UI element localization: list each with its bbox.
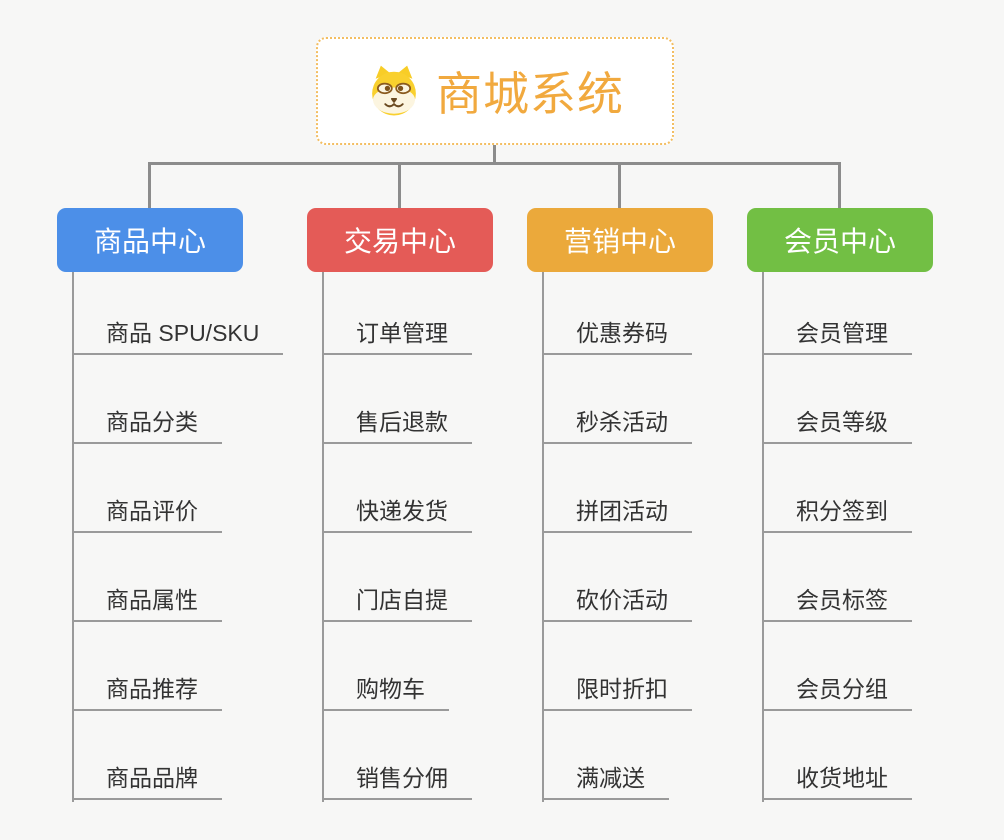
branch-node-marketing-center[interactable]: 营销中心 [527, 208, 713, 272]
doge-icon [372, 65, 416, 116]
topic-node[interactable]: 限时折扣 [544, 676, 692, 712]
connector-drop-4 [838, 162, 841, 208]
topic-node[interactable]: 秒杀活动 [544, 409, 692, 445]
topic-node[interactable]: 商品评价 [74, 498, 222, 534]
topic-node[interactable]: 收货地址 [764, 765, 912, 801]
branch-children-member-center: 会员管理 会员等级 积分签到 会员标签 会员分组 收货地址 [762, 272, 1002, 802]
connector-root-drop [493, 145, 496, 163]
connector-drop-1 [148, 162, 151, 208]
branch-node-trade-center[interactable]: 交易中心 [307, 208, 493, 272]
topic-node[interactable]: 拼团活动 [544, 498, 692, 534]
topic-node[interactable]: 会员管理 [764, 320, 912, 356]
branch-children-product-center: 商品 SPU/SKU 商品分类 商品评价 商品属性 商品推荐 商品品牌 [72, 272, 312, 802]
branch-node-product-center[interactable]: 商品中心 [57, 208, 243, 272]
topic-node[interactable]: 销售分佣 [324, 765, 472, 801]
branch-children-trade-center: 订单管理 售后退款 快递发货 门店自提 购物车 销售分佣 [322, 272, 562, 802]
topic-node[interactable]: 会员分组 [764, 676, 912, 712]
topic-node[interactable]: 积分签到 [764, 498, 912, 534]
topic-node[interactable]: 快递发货 [324, 498, 472, 534]
topic-node[interactable]: 购物车 [324, 676, 449, 712]
topic-node[interactable]: 满减送 [544, 765, 669, 801]
topic-node[interactable]: 订单管理 [324, 320, 472, 356]
topic-node[interactable]: 会员标签 [764, 587, 912, 623]
topic-node[interactable]: 商品分类 [74, 409, 222, 445]
topic-node[interactable]: 售后退款 [324, 409, 472, 445]
topic-node[interactable]: 商品推荐 [74, 676, 222, 712]
connector-drop-3 [618, 162, 621, 208]
topic-node[interactable]: 商品属性 [74, 587, 222, 623]
topic-node[interactable]: 优惠券码 [544, 320, 692, 356]
topic-node[interactable]: 商品 SPU/SKU [74, 320, 284, 356]
root-title: 商城系统 [436, 68, 624, 120]
topic-node[interactable]: 门店自提 [324, 587, 472, 623]
connector-drop-2 [398, 162, 401, 208]
root-node-mall-system[interactable]: 商城系统 [316, 37, 674, 145]
topic-node[interactable]: 商品品牌 [74, 765, 222, 801]
connector-bus [148, 162, 841, 165]
branch-children-marketing-center: 优惠券码 秒杀活动 拼团活动 砍价活动 限时折扣 满减送 [542, 272, 782, 802]
topic-node[interactable]: 会员等级 [764, 409, 912, 445]
branch-node-member-center[interactable]: 会员中心 [747, 208, 933, 272]
topic-node[interactable]: 砍价活动 [544, 587, 692, 623]
